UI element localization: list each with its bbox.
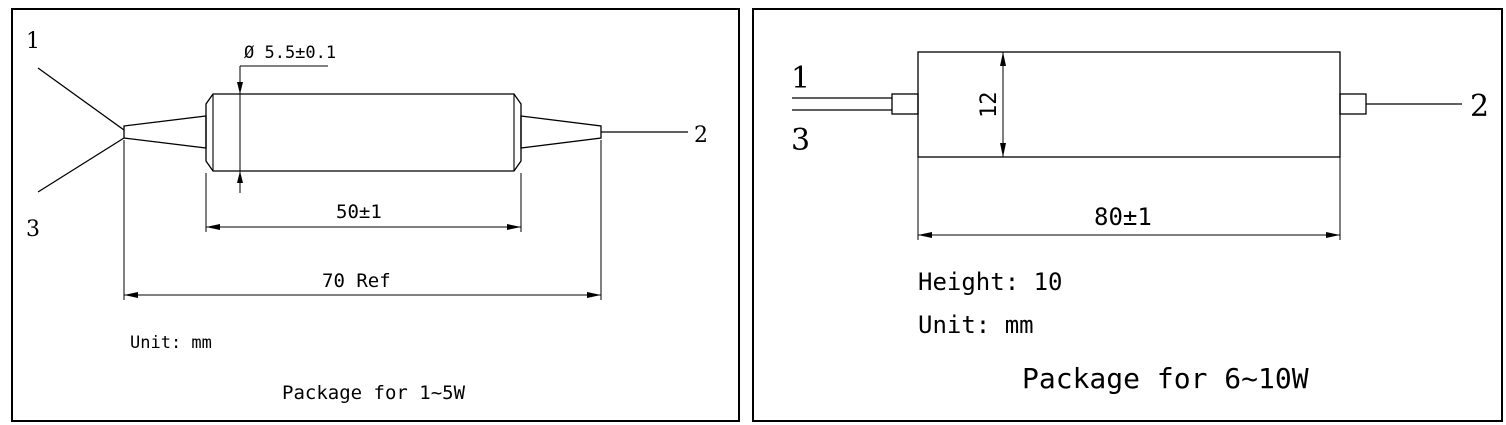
left-body-length-label: 50±1 <box>336 201 382 223</box>
left-port-1-label: 1 <box>26 29 40 54</box>
left-body <box>205 93 522 172</box>
right-caption: Package for 6~10W <box>1022 362 1309 395</box>
right-stub-left <box>891 93 919 115</box>
right-panel-frame <box>752 8 1503 422</box>
left-unit-label: Unit: mm <box>130 333 212 353</box>
left-boot-left <box>123 115 207 149</box>
left-diameter-arrow-top <box>237 82 243 94</box>
left-port-3-label: 3 <box>26 217 40 242</box>
right-panel: 1 3 2 12 80±1 Height: 10 Unit: mm Packag… <box>752 8 1503 422</box>
left-fiber-3 <box>37 137 125 193</box>
right-stub-right <box>1339 93 1367 115</box>
left-panel: 1 3 2 Ø 5.5±0.1 50±1 70 Ref Unit: mm Pac… <box>11 8 740 422</box>
left-total-dim-arrow-l <box>124 292 138 298</box>
right-port-3-label: 3 <box>791 123 810 158</box>
left-total-length-label: 70 Ref <box>322 270 391 292</box>
left-diameter-label: Ø 5.5±0.1 <box>244 43 336 63</box>
right-height-label: Height: 10 <box>918 268 1063 296</box>
left-total-dim-arrow-r <box>587 292 601 298</box>
left-caption: Package for 1~5W <box>282 382 466 404</box>
left-body-dim-arrow-l <box>206 224 220 230</box>
right-length-label: 80±1 <box>1094 203 1152 231</box>
left-port-2-label: 2 <box>694 123 708 148</box>
right-width-arrow-bottom <box>1000 143 1006 157</box>
left-diameter-arrow-bottom <box>237 171 243 183</box>
right-unit-label: Unit: mm <box>918 311 1034 339</box>
right-width-arrow-top <box>1000 52 1006 66</box>
right-length-arrow-r <box>1326 232 1340 238</box>
left-boot-right <box>520 115 602 149</box>
left-fiber-1 <box>37 67 125 131</box>
left-panel-frame <box>11 8 740 422</box>
right-port-1-label: 1 <box>791 61 810 96</box>
right-port-2-label: 2 <box>1470 89 1489 124</box>
right-length-arrow-l <box>918 232 932 238</box>
left-body-dim-arrow-r <box>507 224 521 230</box>
right-width-label: 12 <box>977 92 1002 119</box>
